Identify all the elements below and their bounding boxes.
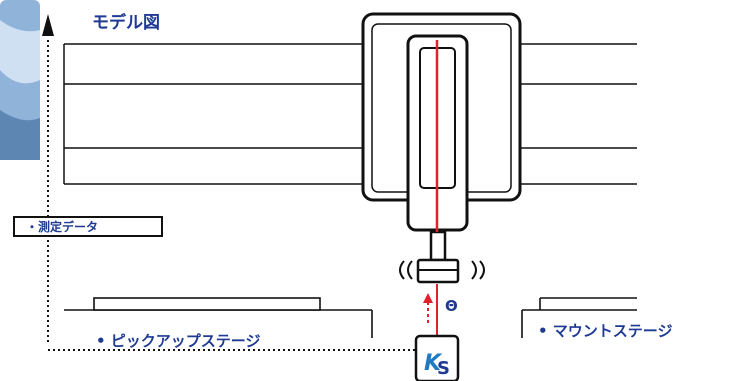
pickup-stage [64, 297, 373, 338]
measurement-label-box [13, 216, 163, 237]
up-arrow [42, 14, 54, 345]
mount-stage-label: • マウントステージ [538, 322, 673, 340]
ks-logo: K S [414, 334, 460, 381]
red-measure-arrow [423, 40, 439, 338]
corner-photo [0, 0, 40, 160]
logo-letter-k: K [424, 351, 443, 376]
theta-symbol: Θ [445, 297, 458, 315]
gantry-rails [63, 43, 637, 185]
diagram-title: モデル図 [92, 13, 160, 33]
pickup-stage-label: • ピックアップステージ [96, 332, 261, 350]
measurement-label: ・測定データ [26, 220, 99, 234]
logo-letter-s: S [437, 358, 450, 379]
mount-stage [521, 297, 637, 338]
vibration-marks [399, 260, 485, 280]
